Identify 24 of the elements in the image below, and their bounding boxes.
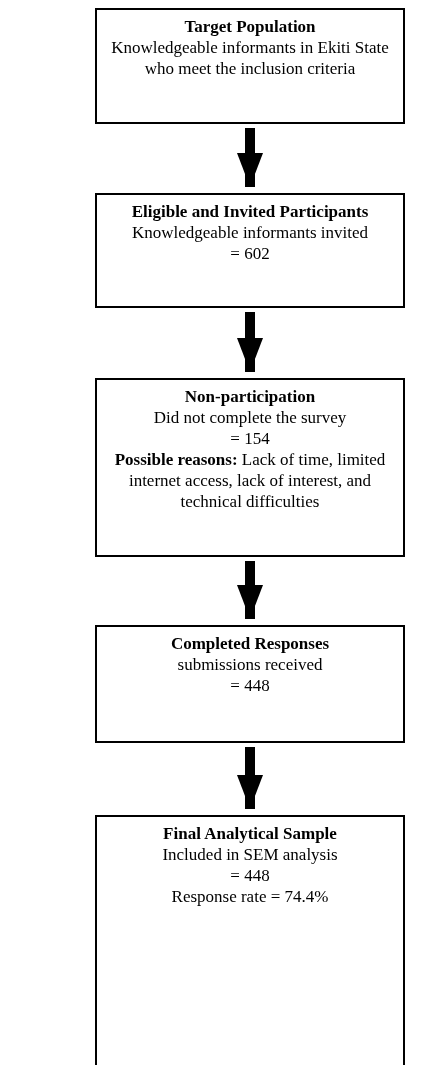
box-text: submissions received (177, 654, 323, 675)
process-box (95, 193, 405, 308)
box-text: = 448 (230, 675, 270, 696)
process-box (95, 378, 405, 557)
arrow (237, 312, 263, 372)
arrow (237, 561, 263, 619)
box-text: = 448 (230, 865, 270, 886)
process-box (95, 815, 405, 1065)
box-text: Knowledgeable informants invited (131, 222, 369, 243)
box-heading: Final Analytical Sample (163, 823, 337, 844)
box-text: Did not complete the survey (153, 407, 347, 428)
box-text: Response rate = 74.4% (171, 886, 329, 907)
box-text: Included in SEM analysis (162, 844, 338, 865)
box-text: = 154 (230, 428, 270, 449)
process-box (95, 625, 405, 743)
arrow (237, 128, 263, 187)
box-heading: Non-participation (184, 386, 316, 407)
process-box (95, 8, 405, 124)
box-heading: Eligible and Invited Participants (131, 201, 369, 222)
box-text: = 602 (230, 243, 270, 264)
box-text: Knowledgeable informants in Ekiti State who meet the inclusion criteria (110, 37, 390, 79)
box-heading: Completed Responses (170, 633, 330, 654)
box-text: Possible reasons: Lack of time, limited internet access, lack of interest, and technical difficulties (113, 449, 387, 512)
box-heading: Target Population (184, 16, 316, 37)
